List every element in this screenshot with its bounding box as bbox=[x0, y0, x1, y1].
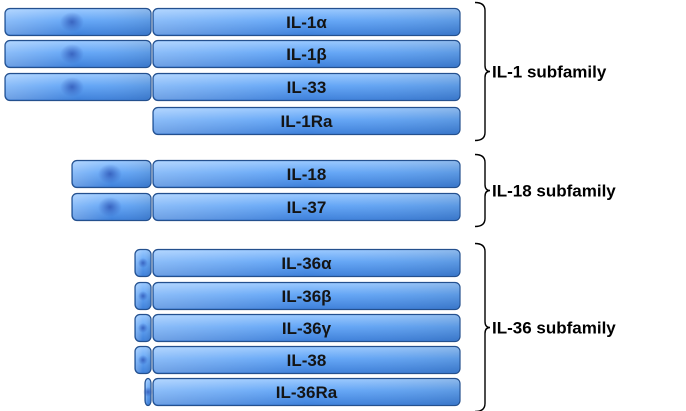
mature-domain-il-36alpha-shine bbox=[154, 250, 459, 276]
protein-label-il-36ra: IL-36Ra bbox=[276, 383, 338, 402]
protein-row-il-36alpha: IL-36α bbox=[134, 248, 461, 278]
protein-label-il-38: IL-38 bbox=[287, 351, 327, 370]
protein-label-il-36gamma: IL-36γ bbox=[282, 319, 332, 338]
mature-domain-il-37-shine bbox=[154, 194, 459, 220]
prodomain-spot-il-37 bbox=[98, 197, 122, 217]
protein-label-il-1alpha: IL-1α bbox=[286, 13, 327, 32]
mature-domain-il-36ra-shine bbox=[154, 379, 459, 405]
mature-domain-il-36beta-shine bbox=[154, 283, 459, 309]
prodomain-spot-il-36ra bbox=[143, 387, 153, 397]
subfamily-label-il-18-subfamily: IL-18 subfamily bbox=[492, 182, 616, 201]
protein-row-il-1alpha: IL-1α bbox=[4, 7, 461, 37]
protein-label-il-36alpha: IL-36α bbox=[281, 254, 332, 273]
protein-row-il-36ra: IL-36Ra bbox=[143, 377, 461, 407]
subfamily-label-il-1-subfamily: IL-1 subfamily bbox=[492, 63, 607, 82]
prodomain-spot-il-36beta bbox=[138, 291, 148, 301]
protein-row-il-38: IL-38 bbox=[134, 345, 461, 375]
protein-row-il-18: IL-18 bbox=[71, 159, 461, 189]
mature-domain-il-1beta-shine bbox=[154, 41, 459, 67]
bracket-il-1-subfamily: IL-1 subfamily bbox=[474, 1, 607, 142]
protein-label-il-33: IL-33 bbox=[287, 78, 327, 97]
protein-label-il-1ra: IL-1Ra bbox=[281, 112, 334, 131]
bracket-il-18-subfamily: IL-18 subfamily bbox=[474, 153, 616, 228]
protein-row-il-33: IL-33 bbox=[4, 72, 461, 102]
prodomain-spot-il-38 bbox=[138, 355, 148, 365]
prodomain-spot-il-33 bbox=[60, 77, 84, 97]
prodomain-spot-il-36alpha bbox=[138, 258, 148, 268]
prodomain-spot-il-1alpha bbox=[60, 12, 84, 32]
protein-row-il-1beta: IL-1β bbox=[4, 39, 461, 69]
mature-domain-il-1alpha-shine bbox=[154, 9, 459, 35]
subfamily-label-il-36-subfamily: IL-36 subfamily bbox=[492, 319, 616, 338]
bracket-il-36-subfamily: IL-36 subfamily bbox=[474, 242, 616, 411]
prodomain-spot-il-36gamma bbox=[138, 323, 148, 333]
protein-label-il-37: IL-37 bbox=[287, 198, 327, 217]
bracket-line-il-1-subfamily bbox=[474, 1, 491, 142]
protein-row-il-36beta: IL-36β bbox=[134, 281, 461, 311]
protein-label-il-36beta: IL-36β bbox=[281, 287, 331, 306]
bracket-line-il-18-subfamily bbox=[474, 153, 491, 228]
protein-row-il-36gamma: IL-36γ bbox=[134, 313, 461, 343]
mature-domain-il-33-shine bbox=[154, 74, 459, 100]
protein-bars: IL-1αIL-1βIL-33IL-1RaIL-18IL-37IL-36αIL-… bbox=[4, 7, 461, 407]
mature-domain-il-18-shine bbox=[154, 161, 459, 187]
prodomain-spot-il-18 bbox=[98, 164, 122, 184]
prodomain-spot-il-1beta bbox=[60, 44, 84, 64]
protein-label-il-18: IL-18 bbox=[287, 165, 327, 184]
bracket-line-il-36-subfamily bbox=[474, 242, 491, 411]
protein-label-il-1beta: IL-1β bbox=[286, 45, 327, 64]
mature-domain-il-38-shine bbox=[154, 347, 459, 373]
protein-row-il-37: IL-37 bbox=[71, 192, 461, 222]
mature-domain-il-36gamma-shine bbox=[154, 315, 459, 341]
protein-row-il-1ra: IL-1Ra bbox=[152, 106, 461, 136]
mature-domain-il-1ra-shine bbox=[154, 108, 459, 134]
